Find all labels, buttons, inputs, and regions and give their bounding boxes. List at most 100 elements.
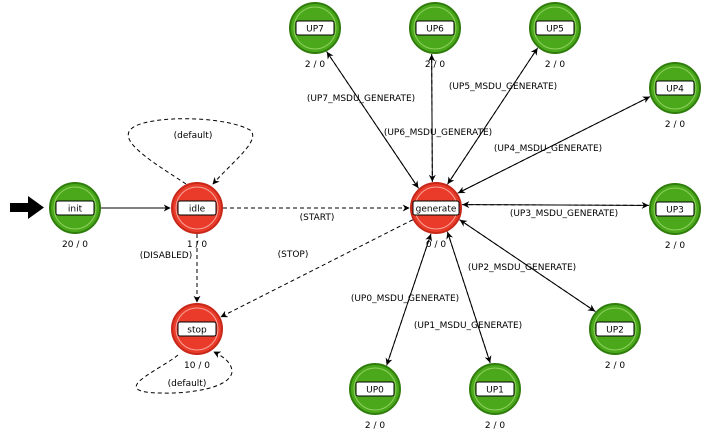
state-inner-ring	[533, 6, 577, 50]
state-inner-ring	[53, 186, 97, 230]
state-up2[interactable]: UP2 2 / 0	[589, 303, 641, 371]
state-count: 2 / 0	[485, 421, 505, 431]
state-name: UP1	[486, 386, 504, 396]
transition-label: (UP6_MSDU_GENERATE)	[384, 128, 492, 138]
state-name-box	[535, 20, 575, 36]
state-count: 2 / 0	[665, 120, 685, 130]
transition-arrow	[326, 51, 419, 189]
state-count: 2 / 0	[425, 60, 445, 70]
state-name: idle	[189, 205, 206, 215]
state-up1[interactable]: UP1 2 / 0	[469, 363, 521, 431]
state-name: UP3	[666, 206, 684, 216]
transition-UP1-gen	[446, 231, 491, 364]
transition-label: (UP0_MSDU_GENERATE)	[351, 294, 459, 304]
transition-UP6-gen	[428, 54, 436, 182]
transition-label: (UP5_MSDU_GENERATE)	[449, 82, 557, 92]
state-name: UP5	[546, 25, 564, 35]
state-up4[interactable]: UP4 2 / 0	[649, 62, 701, 130]
state-name: generate	[416, 205, 457, 215]
transition-label: (UP1_MSDU_GENERATE)	[414, 321, 522, 331]
state-count: 20 / 0	[62, 240, 88, 250]
state-count: 2 / 0	[545, 60, 565, 70]
transition-UP0-gen	[386, 234, 432, 366]
state-count: 2 / 0	[365, 421, 385, 431]
state-inner-ring	[413, 6, 457, 50]
transition-arrow	[462, 201, 650, 209]
transition-arrow	[446, 231, 491, 364]
initial-state-arrow	[10, 196, 44, 219]
state-count: 2 / 0	[605, 361, 625, 371]
transitions-layer	[101, 47, 651, 394]
transition-UP2-gen	[459, 219, 596, 312]
state-name-box	[295, 20, 335, 36]
state-name-box	[355, 381, 395, 397]
state-up5[interactable]: UP5 2 / 0	[529, 2, 581, 70]
state-name: UP4	[666, 85, 684, 95]
transition-label: (UP2_MSDU_GENERATE)	[468, 263, 576, 273]
state-generate[interactable]: generate 0 / 0	[410, 182, 462, 250]
state-name-box	[595, 321, 635, 337]
transition-arrow	[447, 47, 539, 185]
state-count: 0 / 0	[426, 240, 446, 250]
transition-label: (UP4_MSDU_GENERATE)	[494, 144, 602, 154]
state-name: init	[68, 205, 83, 215]
state-inner-ring	[175, 186, 219, 230]
state-inner-ring	[175, 307, 219, 351]
state-up3[interactable]: UP3 2 / 0	[649, 183, 701, 251]
transition-label: (STOP)	[278, 250, 309, 260]
state-up0[interactable]: UP0 2 / 0	[349, 363, 401, 431]
transition-label: (START)	[300, 213, 335, 223]
state-idle[interactable]: idle 1 / 0	[171, 182, 223, 250]
state-name-box	[655, 201, 695, 217]
states-layer: init 20 / 0 idle 1 / 0 stop 10 / 0 generate 0 /…	[49, 2, 701, 431]
self-loop-arrow	[127, 118, 254, 185]
state-count: 2 / 0	[305, 60, 325, 70]
transition-stop-self	[135, 351, 233, 394]
transition-label: (default)	[174, 131, 213, 141]
state-name-box	[412, 200, 460, 216]
transition-arrow	[386, 234, 432, 366]
state-name-box	[177, 321, 217, 337]
state-name-box	[177, 200, 217, 216]
state-name-box	[655, 80, 695, 96]
state-up7[interactable]: UP7 2 / 0	[289, 2, 341, 70]
state-inner-ring	[653, 187, 697, 231]
state-up6[interactable]: UP6 2 / 0	[409, 2, 461, 70]
state-inner-ring	[473, 367, 517, 411]
transition-arrow	[457, 96, 651, 194]
state-name-box	[415, 20, 455, 36]
state-count: 1 / 0	[187, 240, 207, 250]
transition-arrow	[459, 219, 596, 312]
state-name: UP6	[426, 25, 444, 35]
state-inner-ring	[593, 307, 637, 351]
transition-label: (UP3_MSDU_GENERATE)	[510, 209, 618, 219]
transition-UP4-gen	[457, 96, 651, 194]
transition-label: (default)	[168, 379, 207, 389]
transition-UP7-gen	[326, 51, 419, 189]
state-name: UP7	[306, 25, 324, 35]
state-init[interactable]: init 20 / 0	[49, 182, 101, 250]
state-name-box	[55, 200, 95, 216]
transition-idle-self	[127, 118, 254, 185]
state-count: 2 / 0	[665, 241, 685, 251]
transition-label: (DISABLED)	[140, 251, 192, 261]
transition-UP5-gen	[447, 47, 539, 185]
transition-arrow	[220, 219, 414, 318]
state-inner-ring	[293, 6, 337, 50]
transition-label: (UP7_MSDU_GENERATE)	[307, 94, 415, 104]
transition-labels-layer: (default) (START) (DISABLED) (STOP) (default…	[140, 82, 618, 389]
transition-arrow	[428, 54, 436, 182]
state-name: UP2	[606, 326, 624, 336]
state-name: stop	[187, 326, 207, 336]
state-stop[interactable]: stop 10 / 0	[171, 303, 223, 371]
state-inner-ring	[353, 367, 397, 411]
state-name-box	[475, 381, 515, 397]
self-loop-arrow	[135, 351, 233, 394]
state-count: 10 / 0	[184, 361, 210, 371]
transition-generate-stop	[220, 219, 414, 318]
transition-UP3-gen	[462, 201, 650, 209]
state-name: UP0	[366, 386, 384, 396]
state-inner-ring	[653, 66, 697, 110]
